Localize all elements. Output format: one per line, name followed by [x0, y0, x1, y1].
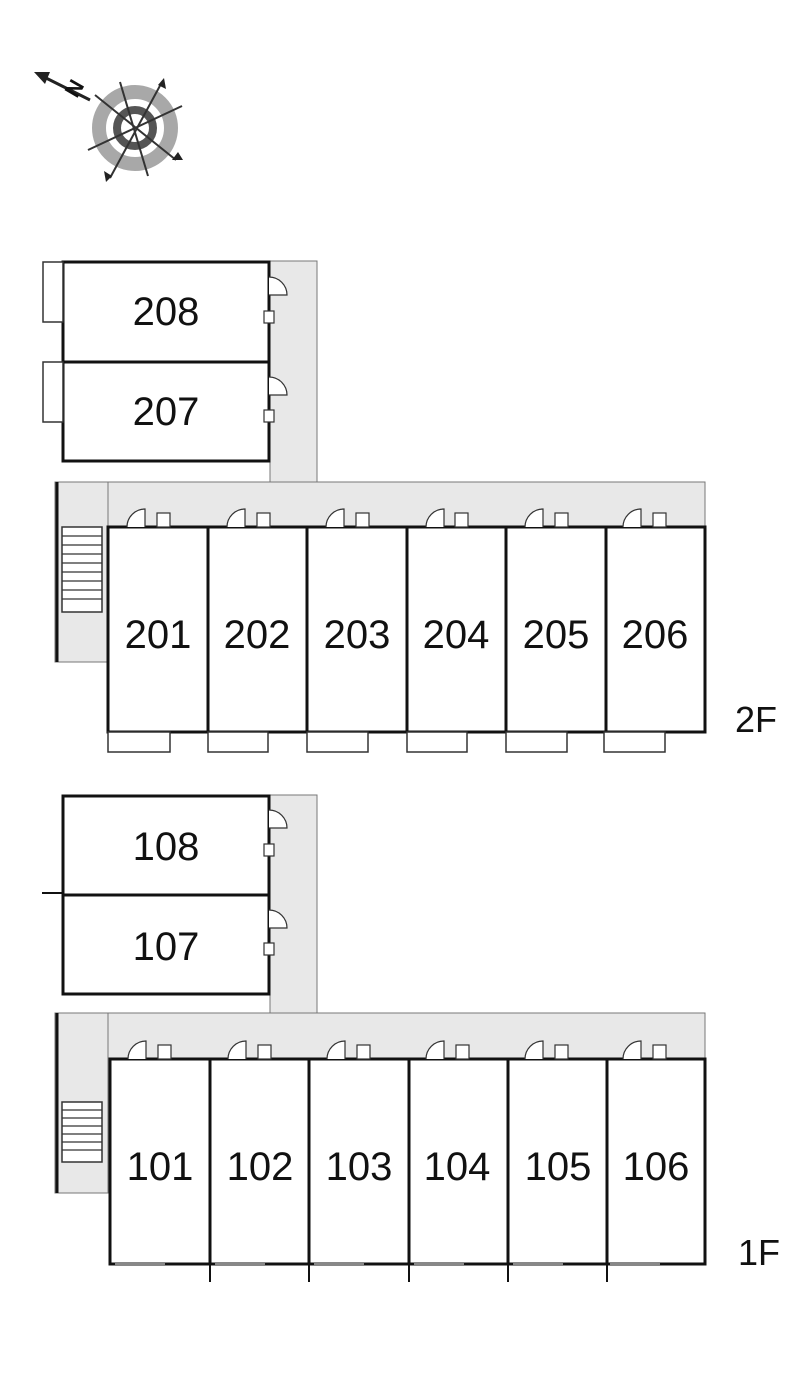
- corridor: [269, 260, 318, 488]
- unit-204: 204: [405, 508, 508, 753]
- unit-207: 207: [42, 360, 288, 463]
- unit-number: 102: [227, 1145, 294, 1189]
- unit-number: 106: [623, 1145, 690, 1189]
- unit-105: 105: [506, 1040, 609, 1282]
- compass-icon: N: [34, 72, 183, 182]
- floor-1f: 108 107 101 102 103: [42, 794, 780, 1282]
- unit-number: 108: [133, 825, 200, 869]
- unit-number: 103: [326, 1145, 393, 1189]
- unit-number: 202: [224, 613, 291, 657]
- unit-number: 201: [125, 613, 192, 657]
- unit-206: 206: [603, 508, 707, 753]
- unit-203: 203: [305, 508, 409, 753]
- unit-202: 202: [206, 508, 309, 753]
- unit-101: 101: [108, 1040, 212, 1266]
- corridor: [54, 1012, 706, 1060]
- unit-number: 105: [525, 1145, 592, 1189]
- staircase: [55, 1013, 103, 1193]
- floor-label: 2F: [735, 699, 777, 740]
- unit-104: 104: [407, 1040, 510, 1282]
- unit-number: 208: [133, 290, 200, 334]
- unit-208: 208: [42, 260, 288, 364]
- floor-label: 1F: [738, 1232, 780, 1273]
- unit-number: 206: [622, 613, 689, 657]
- unit-205: 205: [504, 508, 608, 753]
- unit-108: 108: [61, 794, 288, 897]
- unit-number: 205: [523, 613, 590, 657]
- unit-number: 203: [324, 613, 391, 657]
- unit-number: 107: [133, 925, 200, 969]
- unit-number: 207: [133, 390, 200, 434]
- unit-201: 201: [106, 508, 210, 753]
- unit-number: 101: [127, 1145, 194, 1189]
- staircase: [55, 482, 103, 662]
- unit-number: 104: [424, 1145, 491, 1189]
- floor-2f: 208 207 201 202 203: [42, 260, 777, 753]
- unit-number: 204: [423, 613, 490, 657]
- unit-102: 102: [208, 1040, 311, 1282]
- unit-103: 103: [307, 1040, 411, 1282]
- unit-106: 106: [605, 1040, 707, 1282]
- corridor: [54, 481, 706, 528]
- unit-107: 107: [42, 892, 288, 996]
